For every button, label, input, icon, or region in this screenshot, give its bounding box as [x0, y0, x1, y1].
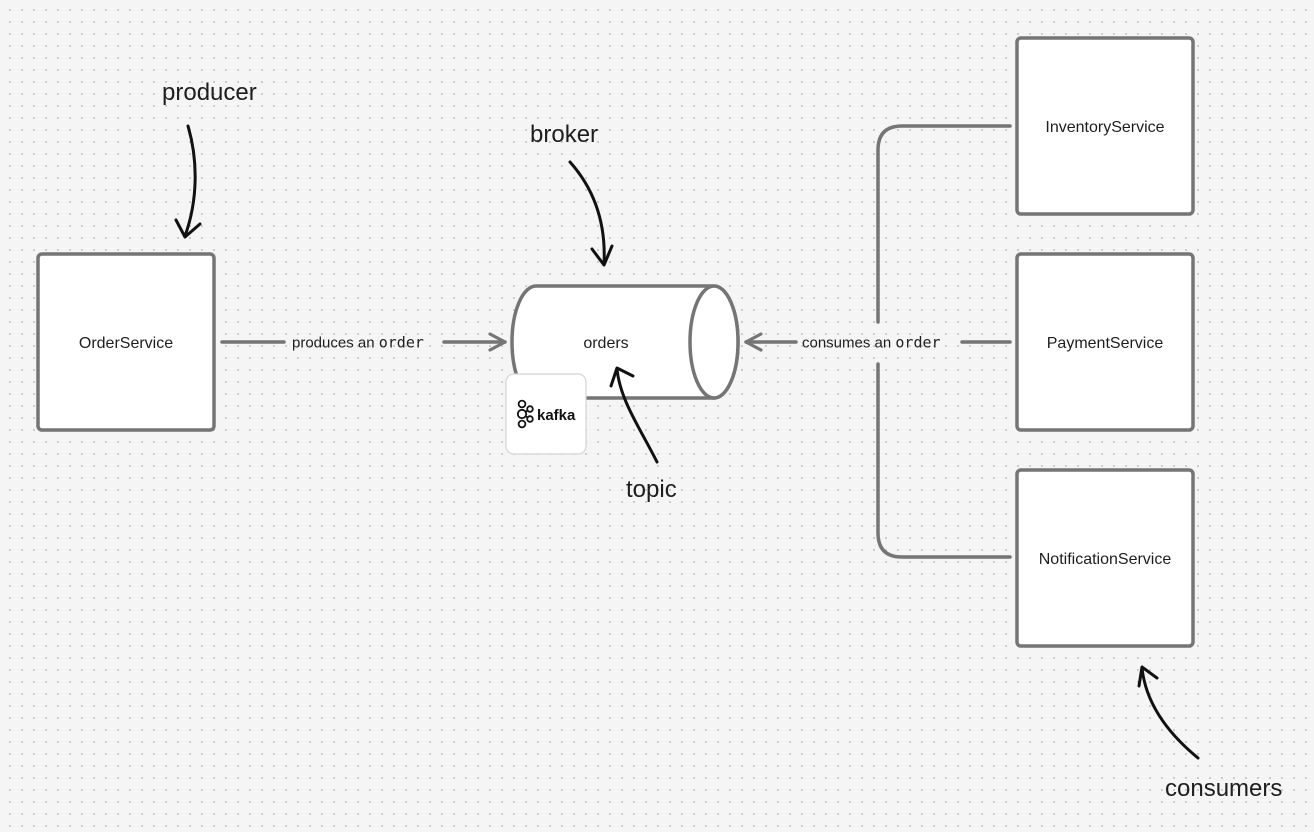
- broker-annotation: broker: [530, 121, 598, 148]
- kafka-logo: kafka: [505, 373, 587, 455]
- kafka-logo-text: kafka: [537, 407, 576, 424]
- notificationservice-label: NotificationService: [1039, 551, 1172, 568]
- producer-annotation: producer: [162, 79, 257, 106]
- paymentservice-label: PaymentService: [1047, 335, 1164, 352]
- notificationservice-node[interactable]: NotificationService: [1015, 468, 1195, 648]
- orders-topic-node[interactable]: orders: [510, 284, 740, 400]
- kafka-logo-card: [505, 373, 587, 455]
- consumers-annotation: consumers: [1165, 775, 1282, 802]
- paymentservice-box: [1015, 252, 1195, 432]
- consume-edge-label: consumes an order: [802, 334, 941, 352]
- orders-cylinder-cap: [688, 284, 740, 400]
- consume-connector[interactable]: consumes an order: [744, 124, 1012, 559]
- inventoryservice-node[interactable]: InventoryService: [1015, 36, 1195, 216]
- topic-annotation-arrow: [609, 366, 659, 464]
- consume-connector-bottom: [876, 362, 1012, 559]
- orderservice-node[interactable]: OrderService: [36, 252, 216, 432]
- broker-annotation-arrow: [568, 160, 614, 267]
- inventoryservice-label: InventoryService: [1045, 119, 1164, 136]
- kafka-logo-icon: [516, 399, 534, 429]
- notificationservice-box: [1015, 468, 1195, 648]
- paymentservice-node[interactable]: PaymentService: [1015, 252, 1195, 432]
- produce-edge-label: produces an order: [292, 334, 424, 352]
- consumers-annotation-arrow: [1137, 665, 1200, 760]
- orderservice-box: [36, 252, 216, 432]
- produce-connector[interactable]: produces an order: [220, 332, 507, 352]
- producer-annotation-arrow: [174, 124, 202, 239]
- inventoryservice-box: [1015, 36, 1195, 216]
- topic-annotation: topic: [626, 476, 677, 503]
- consume-connector-top: [876, 124, 1012, 324]
- orders-topic-label: orders: [583, 335, 628, 352]
- orderservice-label: OrderService: [79, 335, 173, 352]
